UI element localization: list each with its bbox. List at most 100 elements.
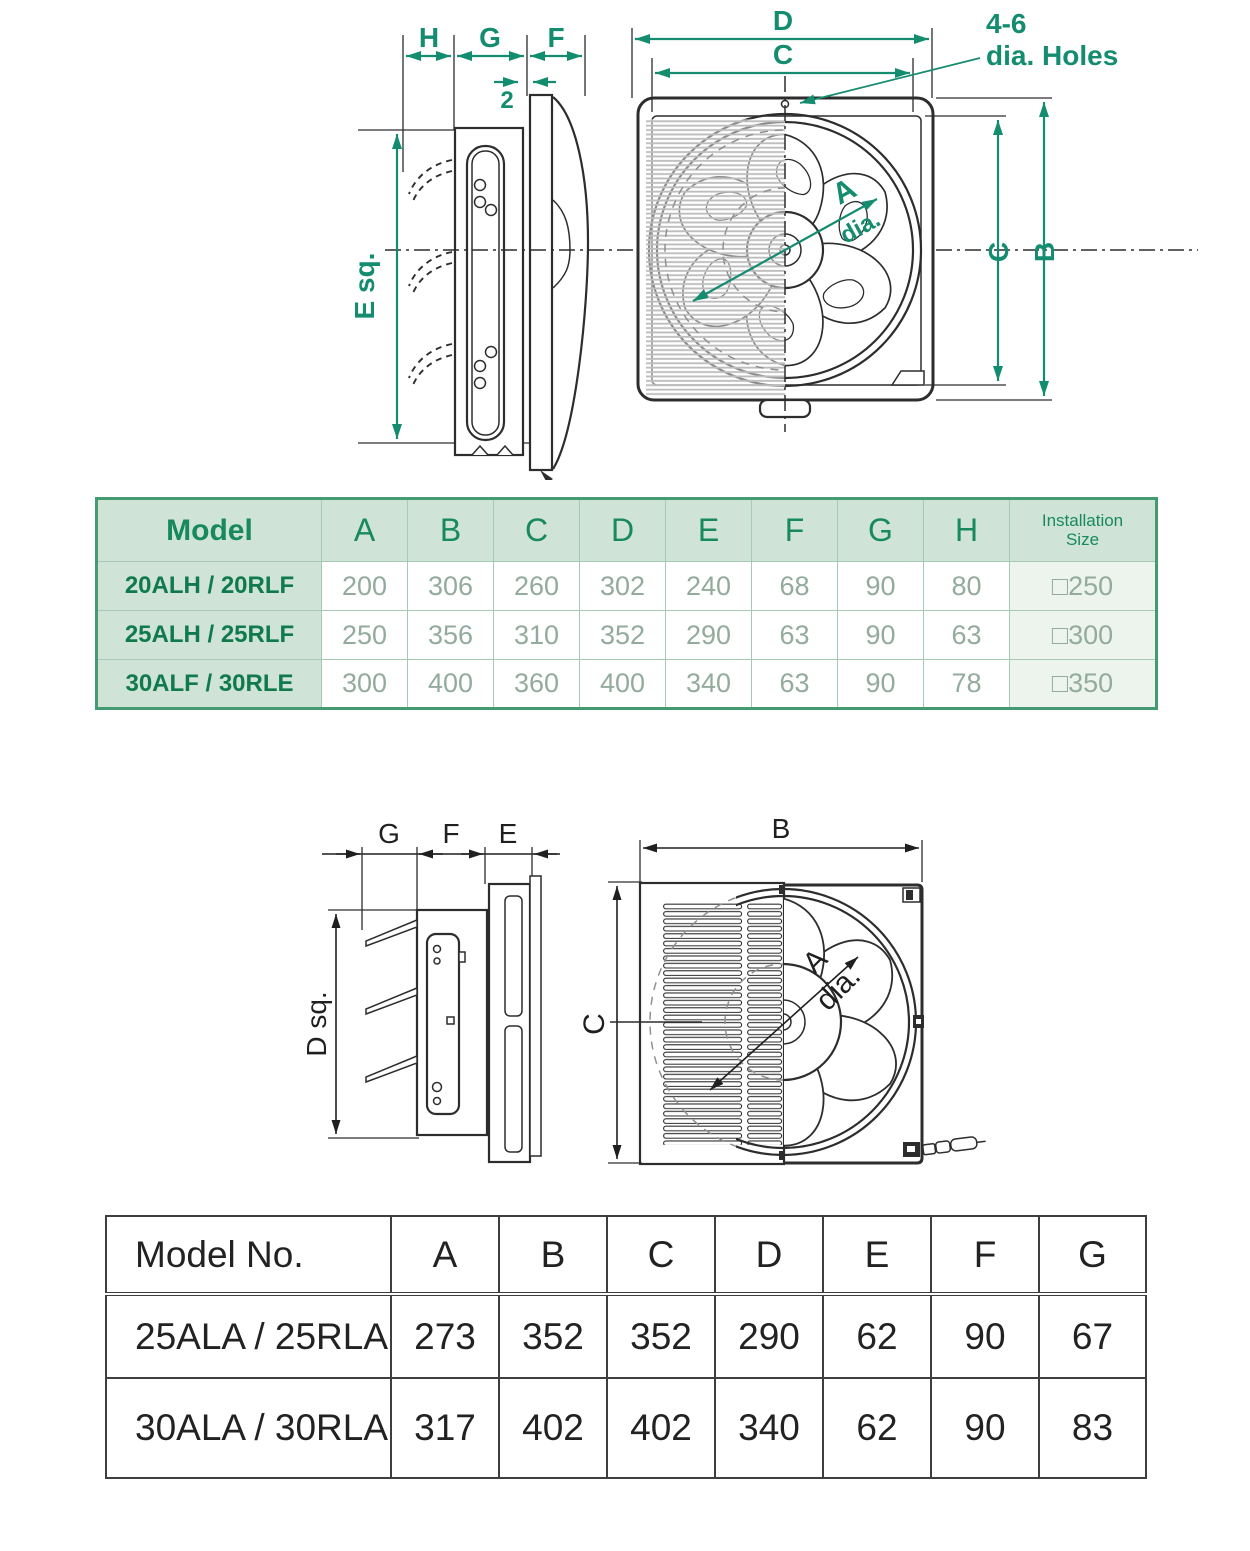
installation-header-line1: Installation bbox=[1041, 510, 1124, 530]
dim-label-f: F bbox=[547, 22, 564, 53]
model-cell: 25ALA / 25RLA bbox=[105, 1293, 392, 1379]
a-dia-arrow-2 bbox=[709, 956, 859, 1091]
cell: 352 bbox=[579, 610, 666, 660]
col-header-g: G bbox=[837, 498, 924, 562]
cell: 260 bbox=[493, 561, 580, 611]
power-cord bbox=[922, 1136, 986, 1156]
table-row: 30ALA / 30RLA 317 402 402 340 62 90 83 bbox=[105, 1377, 1147, 1479]
cell: 352 bbox=[606, 1293, 716, 1379]
dim-label-b2: B bbox=[772, 813, 791, 844]
cell: 62 bbox=[822, 1377, 932, 1479]
cell: 317 bbox=[390, 1377, 500, 1479]
shutter-fan-side-view bbox=[358, 35, 590, 480]
dim-label-g: G bbox=[479, 22, 501, 53]
a-dia-arrow bbox=[692, 198, 878, 302]
cell: 90 bbox=[930, 1377, 1040, 1479]
fan-dimension-diagram-louver-type: G F E D sq. bbox=[301, 813, 986, 1166]
louver-slats-left bbox=[663, 903, 743, 1145]
cell: 400 bbox=[579, 659, 666, 709]
table-row: 25ALA / 25RLA 273 352 352 290 62 90 67 bbox=[105, 1293, 1147, 1379]
cell: 90 bbox=[837, 561, 924, 611]
header-row: Model A B C D E F G H Installation Size bbox=[96, 498, 1157, 562]
cell: 90 bbox=[837, 659, 924, 709]
col-header-f: F bbox=[930, 1215, 1040, 1296]
cell: 290 bbox=[714, 1293, 824, 1379]
table-row: 30ALF / 30RLE 300 400 360 400 340 63 90 … bbox=[96, 659, 1157, 709]
col-header-d: D bbox=[714, 1215, 824, 1296]
cell: 352 bbox=[498, 1293, 608, 1379]
model-cell: 25ALH / 25RLF bbox=[96, 610, 322, 660]
col-header-a: A bbox=[390, 1215, 500, 1296]
header-row: Model No. A B C D E F G bbox=[105, 1215, 1147, 1296]
col-header-d: D bbox=[579, 498, 666, 562]
cell: 302 bbox=[579, 561, 666, 611]
dim-label-c2: C bbox=[578, 1013, 611, 1035]
louver-slats-right bbox=[747, 903, 783, 1145]
col-header-c: C bbox=[606, 1215, 716, 1296]
louver-fan-side-view: G F E D sq. bbox=[301, 818, 560, 1164]
col-header-c: C bbox=[493, 498, 580, 562]
model-cell: 20ALH / 20RLF bbox=[96, 561, 322, 611]
model-cell: 30ALA / 30RLA bbox=[105, 1377, 392, 1479]
col-header-g: G bbox=[1038, 1215, 1147, 1296]
cell: 340 bbox=[714, 1377, 824, 1479]
cell: 402 bbox=[606, 1377, 716, 1479]
col-header-h: H bbox=[923, 498, 1010, 562]
col-header-model-no: Model No. bbox=[105, 1215, 392, 1296]
dim-label-c-side: C bbox=[983, 242, 1014, 262]
shutter-fan-front-view bbox=[636, 76, 935, 432]
cell: 360 bbox=[493, 659, 580, 709]
dim-label-d-sq: D sq. bbox=[301, 991, 332, 1056]
cell: 63 bbox=[923, 610, 1010, 660]
cell: 340 bbox=[665, 659, 752, 709]
table-row: 25ALH / 25RLF 250 356 310 352 290 63 90 … bbox=[96, 610, 1157, 660]
installation-header-line2: Size bbox=[1065, 529, 1100, 549]
cell: 200 bbox=[321, 561, 408, 611]
cell: 250 bbox=[321, 610, 408, 660]
cell: 67 bbox=[1038, 1293, 1147, 1379]
louver-fan-front-view: B bbox=[578, 813, 986, 1166]
table-row: 20ALH / 20RLF 200 306 260 302 240 68 90 … bbox=[96, 561, 1157, 611]
cell: 80 bbox=[923, 561, 1010, 611]
col-header-model: Model bbox=[96, 498, 322, 562]
dim-label-e-sq: E sq. bbox=[349, 253, 380, 320]
shutter-flaps-dashed bbox=[408, 159, 453, 386]
cell: 273 bbox=[390, 1293, 500, 1379]
installation-size-cell: □250 bbox=[1009, 561, 1157, 611]
installation-size-cell: □350 bbox=[1009, 659, 1157, 709]
col-header-e: E bbox=[822, 1215, 932, 1296]
cell: 240 bbox=[665, 561, 752, 611]
cell: 400 bbox=[407, 659, 494, 709]
dim-label-2: 2 bbox=[500, 87, 513, 114]
holes-leader-line bbox=[799, 57, 981, 105]
cell: 90 bbox=[837, 610, 924, 660]
cell: 78 bbox=[923, 659, 1010, 709]
dim-label-e2: E bbox=[499, 818, 518, 849]
dim-label-f2: F bbox=[442, 818, 459, 849]
col-header-b: B bbox=[498, 1215, 608, 1296]
cell: 62 bbox=[822, 1293, 932, 1379]
installation-size-cell: □300 bbox=[1009, 610, 1157, 660]
holes-note-line1: 4-6 bbox=[986, 8, 1026, 39]
fan-dimension-diagram-shutter-type: H G F 2 E sq. D C 4-6 dia. Holes bbox=[349, 5, 1198, 480]
cell: 310 bbox=[493, 610, 580, 660]
top-diagram-dimensions: H G F 2 E sq. D C 4-6 dia. Holes bbox=[349, 5, 1118, 439]
cell: 63 bbox=[751, 659, 838, 709]
dim-label-d: D bbox=[773, 5, 793, 36]
cell: 90 bbox=[930, 1293, 1040, 1379]
cell: 300 bbox=[321, 659, 408, 709]
cell: 68 bbox=[751, 561, 838, 611]
col-header-b: B bbox=[407, 498, 494, 562]
dim-label-h: H bbox=[419, 22, 439, 53]
dim-label-g2: G bbox=[378, 818, 400, 849]
dim-label-c-top: C bbox=[773, 39, 793, 70]
cell: 290 bbox=[665, 610, 752, 660]
holes-note-line2: dia. Holes bbox=[986, 40, 1118, 71]
col-header-f: F bbox=[751, 498, 838, 562]
col-header-a: A bbox=[321, 498, 408, 562]
dimension-table-louver-models: Model No. A B C D E F G 25ALA / 25RLA 27… bbox=[105, 1215, 1147, 1479]
dim-label-b-side: B bbox=[1029, 242, 1060, 262]
cell: 306 bbox=[407, 561, 494, 611]
cell: 402 bbox=[498, 1377, 608, 1479]
